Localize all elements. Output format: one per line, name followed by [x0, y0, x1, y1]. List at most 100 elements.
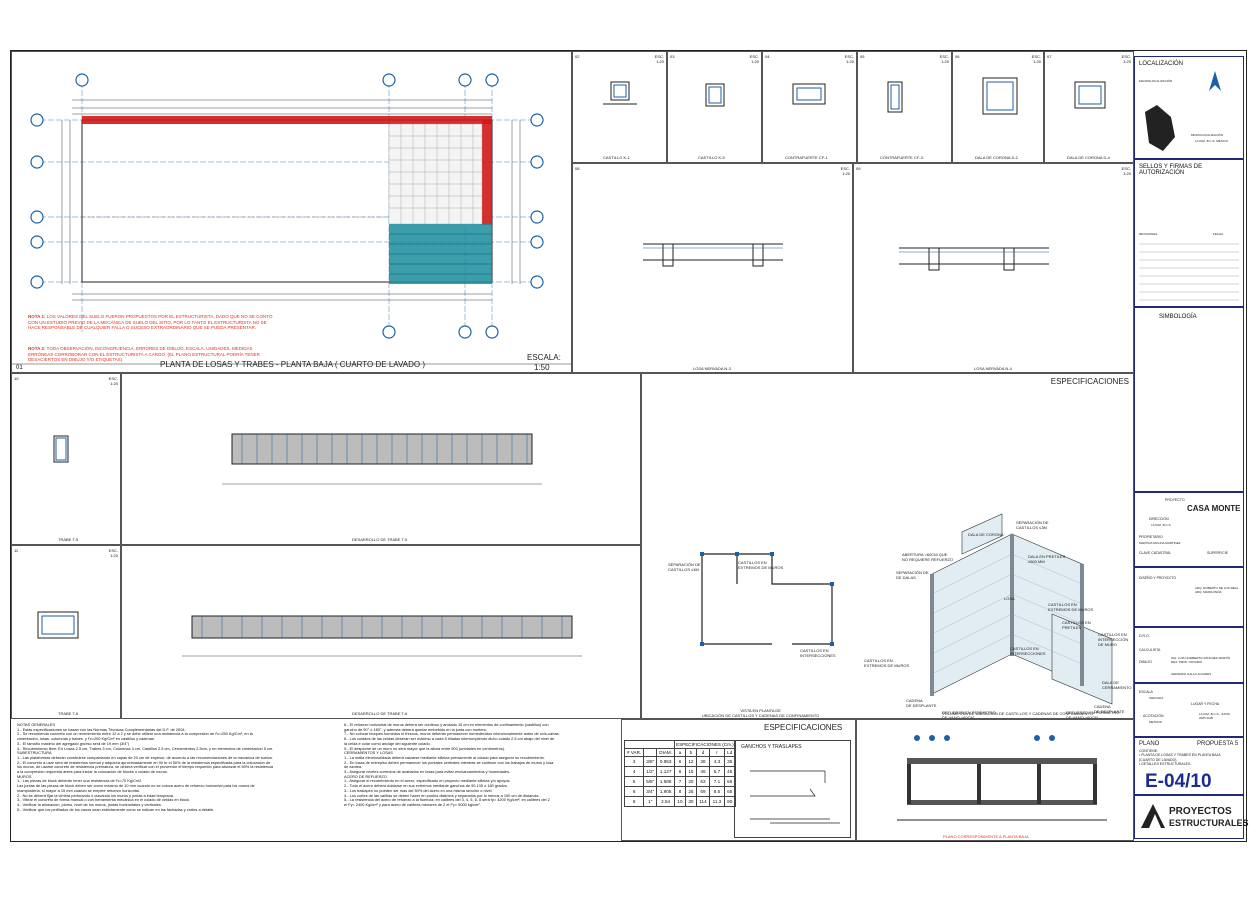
beam-t5-section-drawing: [53, 435, 69, 463]
rebar-table-title: ESPECIFICACIONES: [764, 723, 843, 732]
tb-dibujo-label: DIBUJO: [1139, 660, 1152, 664]
rebar-cell: 3/4": [643, 786, 658, 797]
tb-project-label: PROYECTO: [1165, 498, 1185, 502]
rebar-cell: 63: [695, 776, 711, 787]
tb-diseno: ARQ. ROBERTO DE LOS REAL ARQ. MARIA PEÑA: [1195, 586, 1239, 594]
rebar-cell: 8.5: [709, 786, 725, 797]
detail-07-drawing: [1074, 81, 1106, 109]
tb-signatures-title: SELLOS Y FIRMAS DE AUTORIZACIÓN: [1139, 164, 1203, 176]
label-castillos-intersecciones: CASTILLOS EN INTERSECCIONES: [1010, 646, 1046, 656]
rebar-cell: 6: [674, 756, 686, 767]
tb-signatures: SELLOS Y FIRMAS DE AUTORIZACIÓN REVISION…: [1134, 159, 1244, 307]
tb-signature-lines: [1139, 243, 1239, 301]
beam-t5-scale: ESC. 1:20: [108, 376, 118, 386]
tb-clave-label: CLAVE CATASTRAL: [1139, 551, 1172, 555]
tb-lugar-label: LUGAR Y FECHA: [1191, 702, 1220, 706]
detail-08-title: LOSA NERVADA N-3: [693, 366, 731, 371]
beam-t5-dev-title: DESARROLLO DE TRABE T-5: [352, 537, 408, 542]
beam-t5-section: 10 ESC. 1:20 TRABE T-5: [11, 373, 121, 545]
detail-09-scale: ESC. 1:20: [1121, 166, 1131, 176]
detail-08: 08 ESC. 1:20 LOSA NERVADA N-3: [572, 163, 853, 373]
detail-09: 09 ESC. 1:20 LOSA NERVADA N-4: [853, 163, 1134, 373]
tb-diseno-label: DISEÑO Y PROYECTO: [1139, 576, 1177, 580]
specs-panel-title: ESPECIFICACIONES: [1050, 377, 1129, 386]
rebar-table-panel: ESPECIFICACIONES ESPECIFICACIONES (Cm.) …: [621, 719, 856, 841]
label-dala-corona: DALA DE CORONA: [968, 532, 1004, 537]
rebar-cell: 11.3: [709, 796, 725, 807]
tb-micro-place: LA PAZ, B.C.S. MÉXICO: [1195, 139, 1228, 143]
rebar-cell: 114: [695, 796, 711, 807]
hooks-box: GANCHOS Y TRASLAPES: [734, 740, 851, 838]
detail-08-drawing: [643, 243, 783, 267]
tb-lugar: LA PAZ, B.C.S., JUNIO 2025 2025: [1199, 712, 1230, 720]
note-1: NOTA 1: LOS VALORES DEL SUELO FUERON PRO…: [28, 314, 278, 331]
rebar-cell: 4: [623, 766, 645, 777]
rebar-cell: 3: [623, 756, 645, 767]
tb-calculista-label: CALCULISTA: [1139, 648, 1161, 652]
tb-superficie-label: SUPERFICIE: [1207, 551, 1229, 555]
detail-06-title: DALA DE CORONA D-2: [975, 155, 1018, 160]
detail-04-drawing: [792, 83, 826, 105]
rebar-cell: 8: [623, 796, 645, 807]
detail-02-title: CASTILLO K-1: [603, 155, 630, 160]
label-castillos-extremos-2: CASTILLOS EN EXTREMOS DE MUROS: [864, 658, 910, 668]
label-sep-castillos: SEPARACIÓN DE CASTILLOS ≤3M: [1016, 520, 1049, 530]
tb-design: DISEÑO Y PROYECTO ARQ. ROBERTO DE LOS RE…: [1134, 567, 1244, 627]
hooks-title: GANCHOS Y TRASLAPES: [741, 744, 802, 750]
detail-04-number: 04: [765, 54, 770, 59]
detail-05-number: 05: [860, 54, 865, 59]
label-sep-dalas: SEPARACIÓN DE DE DALAS: [896, 570, 929, 580]
detail-06-scale: ESC. 1:20: [1031, 54, 1041, 64]
rebar-header-d: d: [695, 748, 711, 757]
rebar-cell: 10: [674, 796, 686, 807]
tb-project-name: CASA MONTE: [1187, 504, 1241, 513]
label-castillos-extremos: CASTILLOS EN EXTREMOS DE MUROS: [1048, 602, 1094, 612]
rebar-cell: 5.7: [709, 766, 725, 777]
tb-direccion-label: DIRECCIÓN: [1149, 517, 1169, 521]
rebar-cell: 1.905: [656, 786, 676, 797]
label-castillos-pretiles: CASTILLOS EN PRETILES: [1062, 620, 1091, 630]
rebar-cell: 8: [674, 786, 686, 797]
tb-direccion: LA PAZ, B.C.S.: [1151, 523, 1172, 527]
section-elevation-drawing: [897, 735, 1107, 821]
tb-acotacion-label: ACOTACIÓN: [1143, 714, 1164, 718]
beam-t6-section: 11 ESC. 1:20 TRABE T-6: [11, 545, 121, 719]
brand-logo-icon: [1141, 804, 1165, 828]
tb-dibujo: GERARDO GALLO ALVARES: [1171, 672, 1212, 676]
tb-propietario-label: PROPIETARIO: [1139, 535, 1163, 539]
section-caption: PLANO CORRESPONDIENTE A PLANTA BAJA: [943, 834, 1029, 839]
detail-03-number: 03: [670, 54, 675, 59]
rebar-group-header: ESPECIFICACIONES (Cm.): [674, 740, 736, 749]
rebar-header-var: # VAR.: [623, 748, 645, 757]
rebar-header-a: a: [674, 748, 686, 757]
plan-scale-value: 1:50: [534, 363, 550, 372]
detail-06: 06 ESC. 1:20 DALA DE CORONA D-2: [952, 51, 1044, 163]
note-2: NOTA 2: TODA OBSERVACIÓN, INCONGRUENCIA,…: [28, 346, 278, 363]
note-2-head: NOTA 2:: [28, 346, 46, 351]
plan-number: 01: [16, 365, 23, 371]
specs-drawing: [700, 513, 1113, 705]
section-elevation-panel: PLANO CORRESPONDIENTE A PLANTA BAJA: [856, 719, 1134, 841]
detail-03-drawing: [705, 83, 725, 107]
detail-06-number: 06: [955, 54, 960, 59]
detail-05-title: CONTRAFUERTE CF-3: [880, 155, 923, 160]
rebar-cell: 6: [623, 786, 645, 797]
rebar-cell: 69: [695, 786, 711, 797]
rebar-cell: 4.3: [709, 756, 725, 767]
rebar-header-diam: DIAM.: [656, 748, 676, 757]
rebar-cell: 6: [674, 766, 686, 777]
detail-03-scale: ESC. 1:20: [749, 54, 759, 64]
detail-08-number: 08: [575, 166, 580, 171]
label-abertura: ABERTURA >60CM QUE NO REQUIERE REFUERZO: [902, 552, 954, 562]
detail-07: 07 ESC. 1:20 DALA DE CORONA D-4: [1044, 51, 1134, 163]
tb-location-map: [1145, 71, 1221, 151]
label-dala-cerramiento: DALA DE CERRAMIENTO: [1102, 680, 1132, 690]
detail-04-scale: ESC. 1:20: [844, 54, 854, 64]
rebar-header-b: b: [684, 748, 697, 757]
rebar-cell: 38: [695, 756, 711, 767]
notes-col-2: 6.- El refuerzo horizontal de muros debe…: [344, 722, 560, 807]
tb-contiene: • PLANTA DE LOSAS Y TRABES EN PLANTA BAJ…: [1139, 753, 1221, 766]
